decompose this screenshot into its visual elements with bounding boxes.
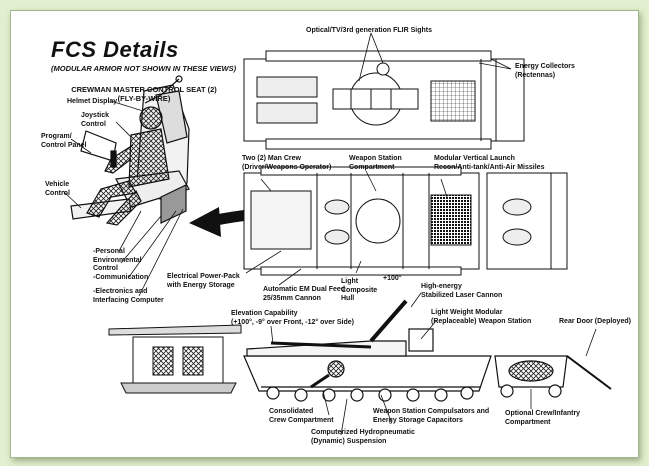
diagram-sheet: FCS Details (MODULAR ARMOR NOT SHOWN IN … [10,10,639,458]
label-helmet-display: Helmet Display [67,98,118,105]
label-communication: -Communication [93,274,149,281]
label-elevation-capability: Elevation Capability (+100°, -9° over Fr… [231,310,354,326]
label-modular-station: Light Weight Modular (Replaceable) Weapo… [431,309,532,325]
label-em-cannon: Automatic EM Dual Feed 25/35mm Cannon [263,286,346,302]
label-flir-sights: Optical/TV/3rd generation FLIR Sights [306,27,433,34]
top-view-drawing [243,50,525,150]
label-optional-compartment: Optional Crew/Infantry Compartment [505,410,581,426]
plan-view-drawing [243,166,568,276]
plan-view-leaders [245,170,448,308]
rear-module-drawing [494,355,612,398]
label-rear-door: Rear Door (Deployed) [559,318,631,325]
label-environmental-control: -Personal Environmental Control [93,248,142,272]
label-joystick-control: Joystick Control [81,112,110,128]
label-program-panel: Program/ Control Panel [41,133,87,149]
label-suspension: Computerized Hydropneumatic (Dynamic) Su… [311,429,415,445]
technical-drawing [62,32,612,436]
label-composite-hull: Light Composite Hull [341,278,378,302]
label-vertical-launch: Modular Vertical Launch Recon/Anti-tank/… [434,155,545,171]
seat-leader-lines [62,100,184,297]
crewman-seat-drawing [70,75,190,226]
direction-arrow-head [189,207,221,237]
page-title: FCS Details [51,37,179,62]
page-subtitle: (MODULAR ARMOR NOT SHOWN IN THESE VIEWS) [51,64,237,73]
label-laser-cannon: High-energy Stabilized Laser Cannon [421,283,503,299]
label-vehicle-control: Vehicle Control [45,181,70,197]
top-view-leaders [358,32,512,82]
label-weapon-station: Weapon Station Compartment [349,155,402,171]
label-compulsators: Weapon Station Compulsators and Energy S… [373,408,490,424]
side-view-leaders [270,320,597,436]
label-elevation-mark: +100° [383,275,402,282]
label-two-man-crew: Two (2) Man Crew (Driver/Weapons Operato… [242,155,332,171]
label-power-pack: Electrical Power-Pack with Energy Storag… [167,273,240,289]
label-electronics-computer: -Electronics and Interfacing Computer [93,288,164,304]
seat-heading: CREWMAN MASTER CONTROL SEAT (2) (FLY-BY-… [71,85,217,103]
label-energy-collectors: Energy Collectors (Rectennas) [515,63,575,79]
front-view-drawing [108,324,242,394]
label-crew-compartment: Consolidated Crew Compartment [269,408,334,424]
hull-side-drawing [243,299,492,402]
